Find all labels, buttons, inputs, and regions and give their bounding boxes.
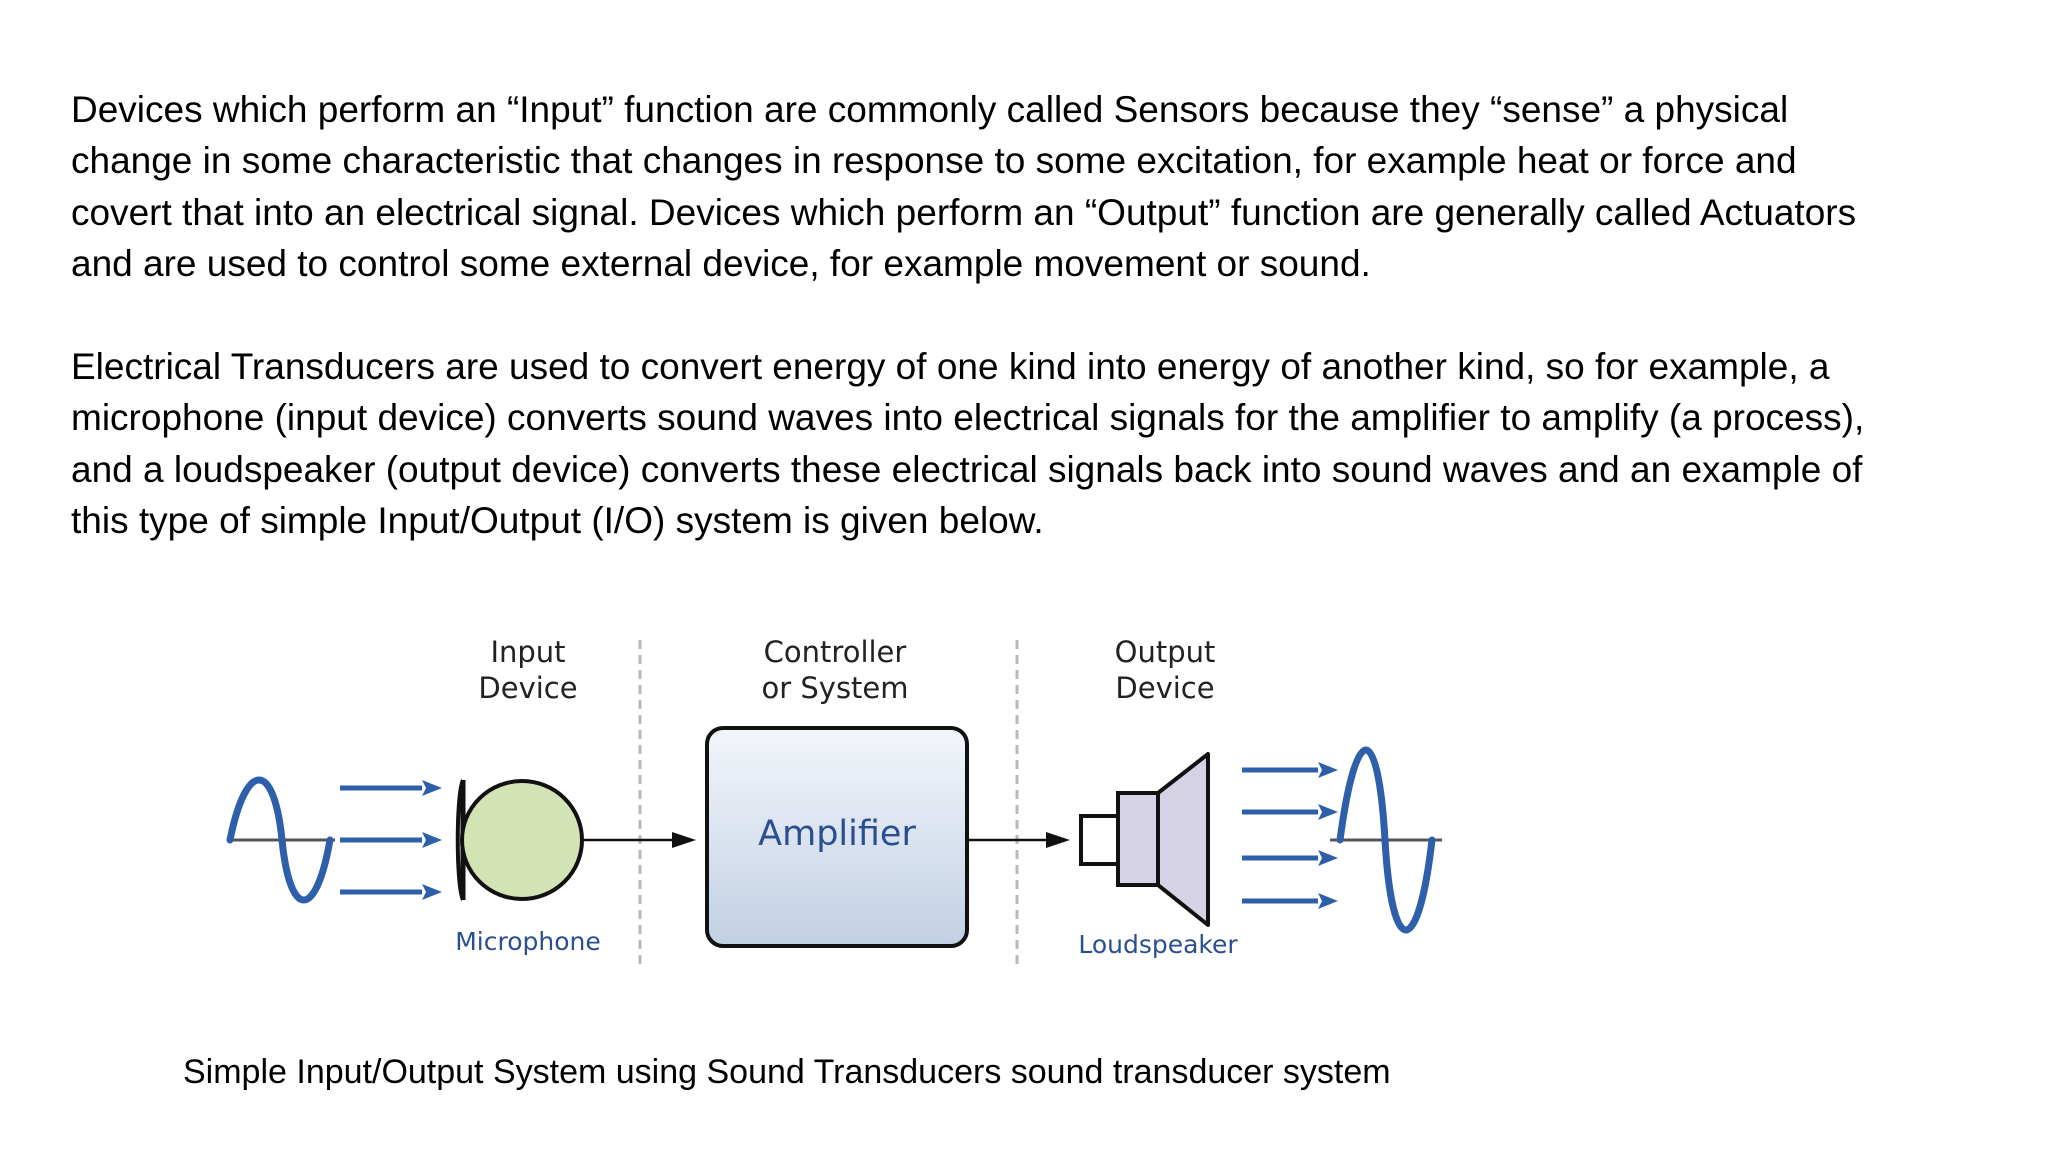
input-device-header-line2: Device	[478, 671, 577, 705]
output-device-header-line1: Output	[1115, 635, 1216, 669]
io-system-diagram: Input Device Controller or System Output…	[210, 620, 1490, 980]
text-line: this type of simple Input/Output (I/O) s…	[71, 499, 1044, 541]
microphone-label: Microphone	[455, 927, 601, 956]
controller-header-line1: Controller	[764, 635, 907, 669]
figure-caption: Simple Input/Output System using Sound T…	[183, 1053, 1391, 1091]
microphone-icon	[455, 779, 584, 901]
signal-arrow-to-loudspeaker	[967, 832, 1070, 848]
text-line: change in some characteristic that chang…	[71, 140, 1797, 182]
text-line: and are used to control some external de…	[71, 242, 1371, 284]
controller-header-line2: or System	[761, 671, 908, 705]
outgoing-sound-arrows-icon	[1242, 762, 1338, 909]
paragraph-sensors-actuators: Devices which perform an “Input” functio…	[71, 84, 2011, 289]
text-line: Devices which perform an “Input” functio…	[71, 89, 1789, 130]
loudspeaker-label: Loudspeaker	[1078, 930, 1238, 959]
text-line: and a loudspeaker (output device) conver…	[71, 448, 1863, 490]
input-device-header-line1: Input	[490, 635, 565, 669]
text-line: microphone (input device) converts sound…	[71, 397, 1865, 439]
io-diagram-svg: Input Device Controller or System Output…	[226, 635, 1442, 965]
paragraph-transducers: Electrical Transducers are used to conve…	[71, 341, 2011, 546]
amplifier-box	[705, 726, 969, 948]
text-line: Electrical Transducers are used to conve…	[71, 346, 1830, 387]
loudspeaker-icon	[1079, 752, 1210, 927]
input-sound-wave-icon	[226, 776, 335, 904]
incoming-sound-arrows-icon	[340, 780, 442, 900]
output-device-header-line2: Device	[1115, 671, 1214, 705]
signal-arrow-to-amplifier	[582, 832, 696, 848]
text-line: covert that into an electrical signal. D…	[71, 191, 1857, 233]
amplifier-label: Amplifier	[758, 814, 916, 854]
output-sound-wave-icon	[1330, 746, 1442, 934]
